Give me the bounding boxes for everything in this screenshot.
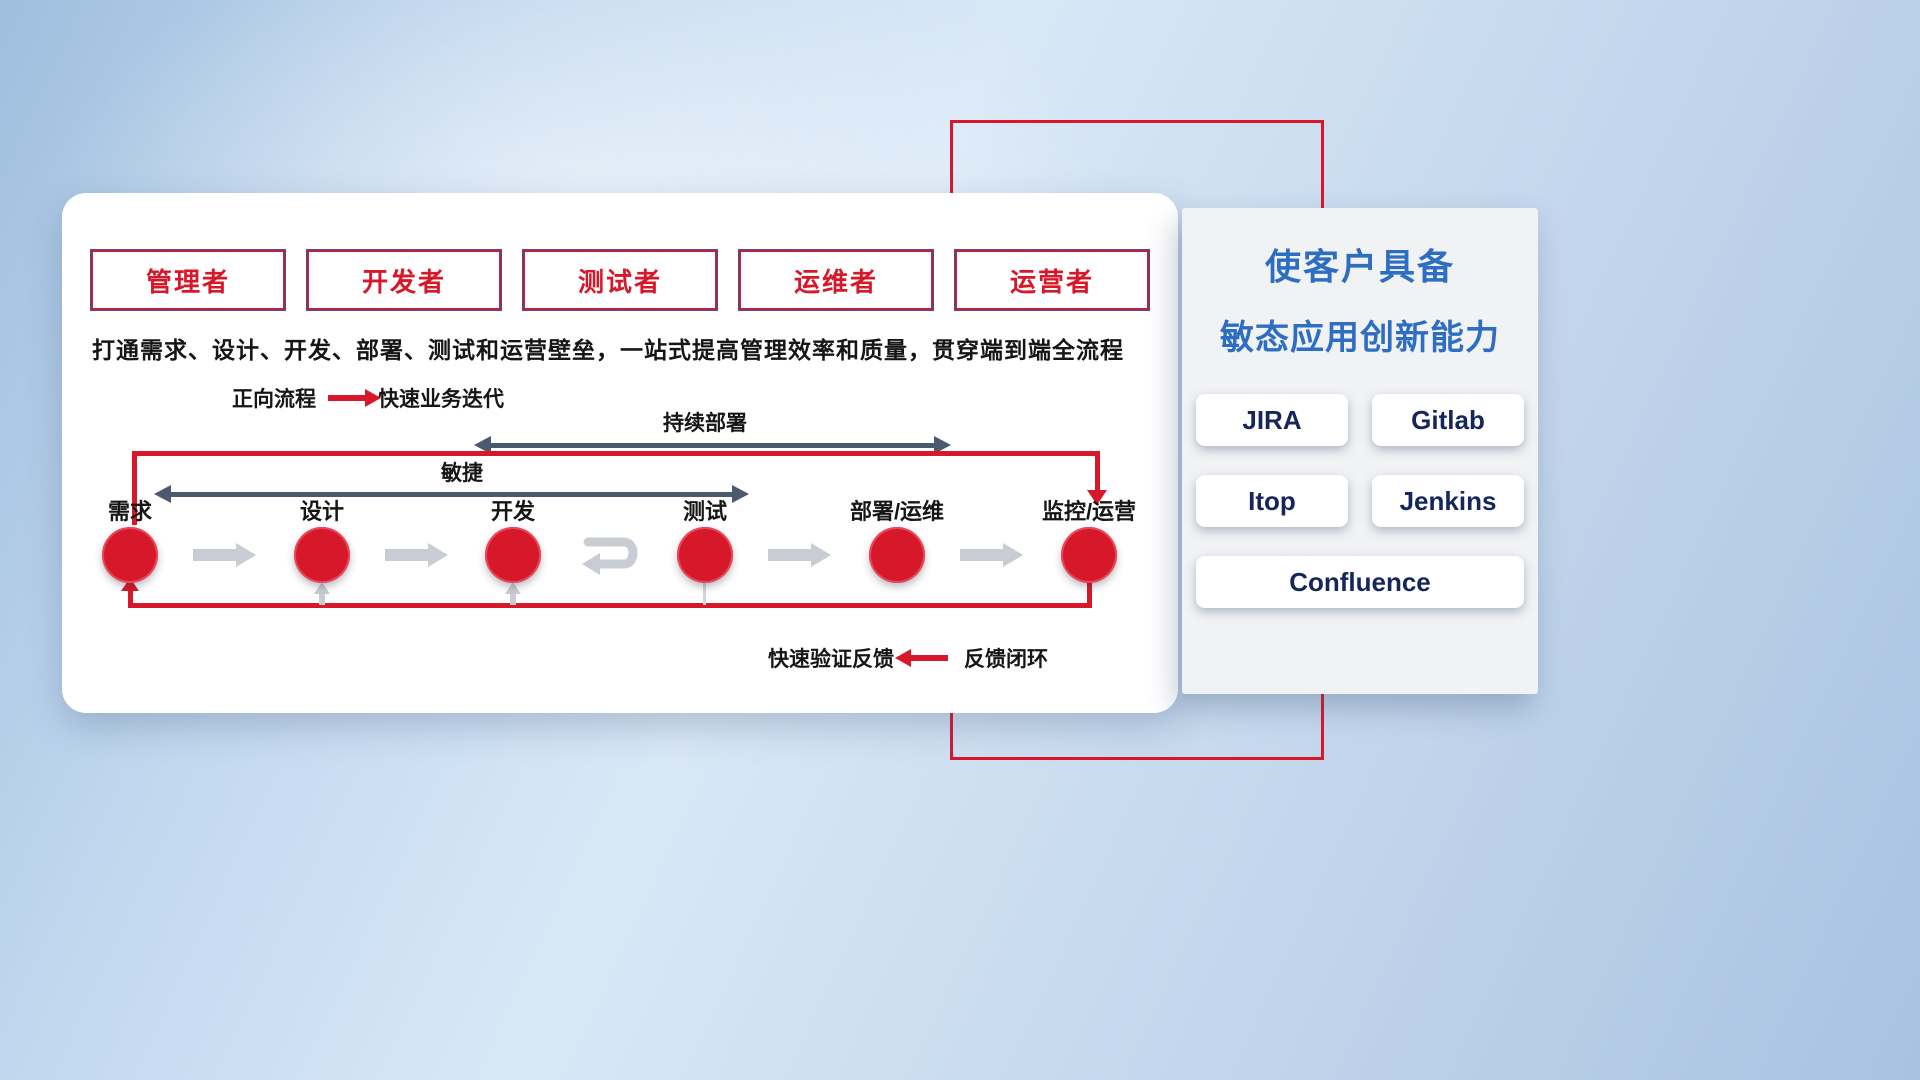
stage-node-deploy-ops: [869, 527, 925, 583]
agile-span-arrow-icon: [154, 485, 749, 503]
loop-right-line: [1095, 451, 1100, 491]
tool-itop: Itop: [1196, 475, 1348, 527]
continuous-deployment-label: 持续部署: [663, 412, 747, 435]
legend-forward-label: 正向流程: [232, 388, 316, 411]
role-box-operator: 运营者: [954, 249, 1150, 311]
flow-arrow-icon: [768, 543, 831, 567]
agile-label: 敏捷: [441, 462, 483, 485]
stage-node-monitor-operate: [1061, 527, 1117, 583]
feedback-connector-arrow-icon: [314, 582, 330, 594]
role-label: 运营者: [1009, 266, 1094, 297]
capability-title-line2: 敏态应用创新能力: [1220, 319, 1500, 357]
stage-label-development: 开发: [490, 499, 535, 524]
stage-label-testing: 测试: [682, 499, 727, 524]
role-label: 运维者: [793, 266, 878, 297]
stage-node-requirements: [102, 527, 158, 583]
devops-flow-panel: 管理者 开发者 测试者 运维者 运营者 打通需求、设计、开发、部署、测试和运营壁…: [62, 193, 1178, 713]
capability-panel: 使客户具备 敏态应用创新能力 JIRA Gitlab Itop Jenkins …: [1182, 208, 1538, 694]
tool-jira: JIRA: [1196, 394, 1348, 446]
tool-confluence: Confluence: [1196, 556, 1524, 608]
stage-node-testing: [677, 527, 733, 583]
loop-bottom-line: [128, 603, 1092, 608]
stage-label-deploy-ops: 部署/运维: [849, 499, 945, 524]
role-label: 开发者: [361, 266, 446, 297]
feedback-connector-arrow-icon: [505, 582, 521, 594]
tool-gitlab: Gitlab: [1372, 394, 1524, 446]
capability-title-line1: 使客户具备: [1264, 246, 1455, 287]
flow-arrow-icon: [385, 543, 448, 567]
stage-node-development: [485, 527, 541, 583]
stage-label-requirements: 需求: [107, 499, 152, 524]
loop-right-bottom-line: [1087, 581, 1092, 605]
role-label: 管理者: [145, 266, 230, 297]
loop-arrowhead-down-icon: [1087, 490, 1107, 505]
legend-feedback: 快速验证反馈 反馈闭环: [768, 643, 1048, 673]
continuous-deployment-span-arrow-icon: [474, 436, 951, 454]
loop-left-bottom-line: [128, 591, 133, 605]
loop-top-line: [132, 451, 1100, 456]
flow-arrow-icon: [193, 543, 256, 567]
role-box-manager: 管理者: [90, 249, 286, 311]
stage-label-monitor-operate: 监控/运营: [1041, 499, 1137, 524]
legend-forward-value: 快速业务迭代: [378, 388, 504, 411]
panel-description: 打通需求、设计、开发、部署、测试和运营壁垒，一站式提高管理效率和质量，贯穿端到端…: [92, 337, 1124, 363]
legend-feedback-value: 反馈闭环: [964, 648, 1048, 671]
loop-left-line: [132, 451, 137, 525]
forward-arrow-icon: [328, 389, 381, 407]
feedback-connector: [319, 592, 325, 605]
role-box-ops: 运维者: [738, 249, 934, 311]
role-box-tester: 测试者: [522, 249, 718, 311]
feedback-connector-line: [703, 583, 706, 605]
legend-forward: 正向流程 快速业务迭代: [232, 383, 504, 413]
stage-label-design: 设计: [299, 499, 344, 524]
tool-jenkins: Jenkins: [1372, 475, 1524, 527]
feedback-connector: [510, 592, 516, 605]
tools-grid: JIRA Gitlab Itop Jenkins Confluence: [1196, 394, 1524, 608]
flow-arrow-icon: [960, 543, 1023, 567]
stage-node-design: [294, 527, 350, 583]
role-label: 测试者: [577, 266, 662, 297]
roles-row: 管理者 开发者 测试者 运维者 运营者: [90, 249, 1150, 311]
legend-feedback-label: 快速验证反馈: [768, 648, 894, 671]
feedback-arrow-icon: [895, 649, 948, 667]
role-box-developer: 开发者: [306, 249, 502, 311]
iteration-loop-icon: [582, 537, 638, 575]
